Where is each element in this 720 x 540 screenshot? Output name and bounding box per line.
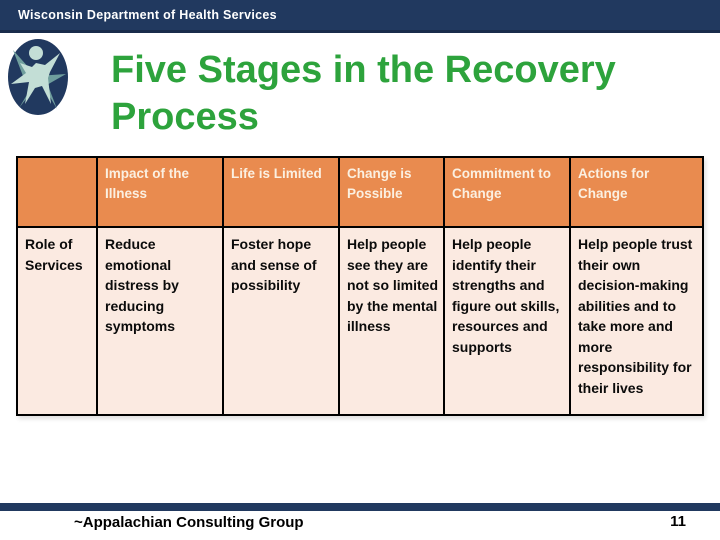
cell-impact-of-illness: Reduce emotional distress by reducing sy… — [96, 226, 224, 416]
column-header-change-is-possible: Change is Possible — [338, 156, 445, 228]
recovery-stages-table: Impact of the Illness Life is Limited Ch… — [16, 156, 704, 416]
column-header-commitment-to-change: Commitment to Change — [443, 156, 571, 228]
cell-life-is-limited: Foster hope and sense of possibility — [222, 226, 340, 416]
column-header-life-is-limited: Life is Limited — [222, 156, 340, 228]
table-header-row: Impact of the Illness Life is Limited Ch… — [16, 156, 704, 228]
table-row-role-of-services: Role of Services Reduce emotional distre… — [16, 226, 704, 416]
cell-actions-for-change: Help people trust their own decision-mak… — [569, 226, 704, 416]
footer-divider-bar — [0, 503, 720, 511]
column-header-blank — [16, 156, 98, 228]
star-person-icon — [8, 39, 68, 115]
attribution-text: ~Appalachian Consulting Group — [74, 514, 304, 531]
slide-title: Five Stages in the Recovery Process — [111, 49, 616, 138]
agency-header-bar: Wisconsin Department of Health Services — [0, 0, 720, 33]
row-label: Role of Services — [16, 226, 98, 416]
cell-change-is-possible: Help people see they are not so limited … — [338, 226, 445, 416]
dhs-logo — [7, 38, 69, 116]
column-header-actions-for-change: Actions for Change — [569, 156, 704, 228]
cell-commitment-to-change: Help people identify their strengths and… — [443, 226, 571, 416]
column-header-impact-of-illness: Impact of the Illness — [96, 156, 224, 228]
agency-name: Wisconsin Department of Health Services — [18, 8, 277, 22]
page-number: 11 — [670, 513, 686, 530]
